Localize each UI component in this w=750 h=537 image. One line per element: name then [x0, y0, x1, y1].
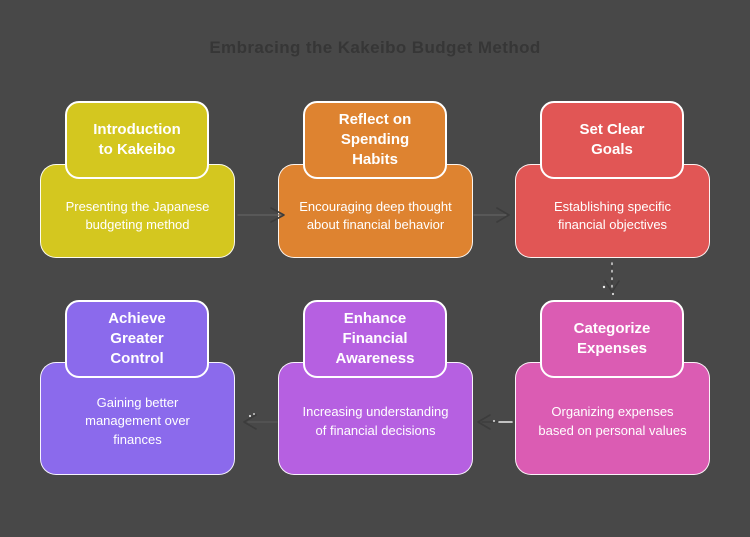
node-body: Gaining better management over finances — [40, 362, 235, 475]
node-header: Categorize Expenses — [540, 300, 684, 378]
node-description: Establishing specific financial objectiv… — [553, 198, 672, 232]
node-header-label: Achieve Greater Control — [108, 310, 166, 367]
node-description: Encouraging deep thought about financial… — [299, 198, 452, 232]
diagram-title: Embracing the Kakeibo Budget Method — [209, 38, 541, 57]
node-description: Increasing understanding of financial de… — [302, 404, 449, 438]
node-header: Achieve Greater Control — [65, 300, 209, 378]
node-header-label: Reflect on Spending Habits — [338, 111, 412, 168]
node-body: Presenting the Japanese budgeting method — [40, 164, 235, 258]
node-body: Establishing specific financial objectiv… — [515, 164, 710, 258]
node-header-label: Set Clear Goals — [579, 121, 645, 158]
node-description: Gaining better management over finances — [85, 395, 190, 447]
node-body: Organizing expenses based on personal va… — [515, 362, 710, 475]
node-body: Encouraging deep thought about financial… — [278, 164, 473, 258]
node-header-label: Introduction to Kakeibo — [93, 121, 181, 158]
node-header: Reflect on Spending Habits — [303, 101, 447, 179]
node-header: Introduction to Kakeibo — [65, 101, 209, 179]
arrow-down-1 — [602, 262, 620, 296]
arrow-left-1 — [477, 414, 513, 430]
node-header-label: Categorize Expenses — [573, 320, 651, 357]
arrow-right-2 — [473, 207, 510, 223]
node-body: Increasing understanding of financial de… — [278, 362, 473, 475]
node-header-label: Enhance Financial Awareness — [335, 310, 415, 367]
node-description: Presenting the Japanese budgeting method — [65, 198, 210, 232]
arrow-left-2 — [243, 413, 278, 430]
node-header: Enhance Financial Awareness — [303, 300, 447, 378]
node-header: Set Clear Goals — [540, 101, 684, 179]
node-description: Organizing expenses based on personal va… — [538, 404, 687, 438]
